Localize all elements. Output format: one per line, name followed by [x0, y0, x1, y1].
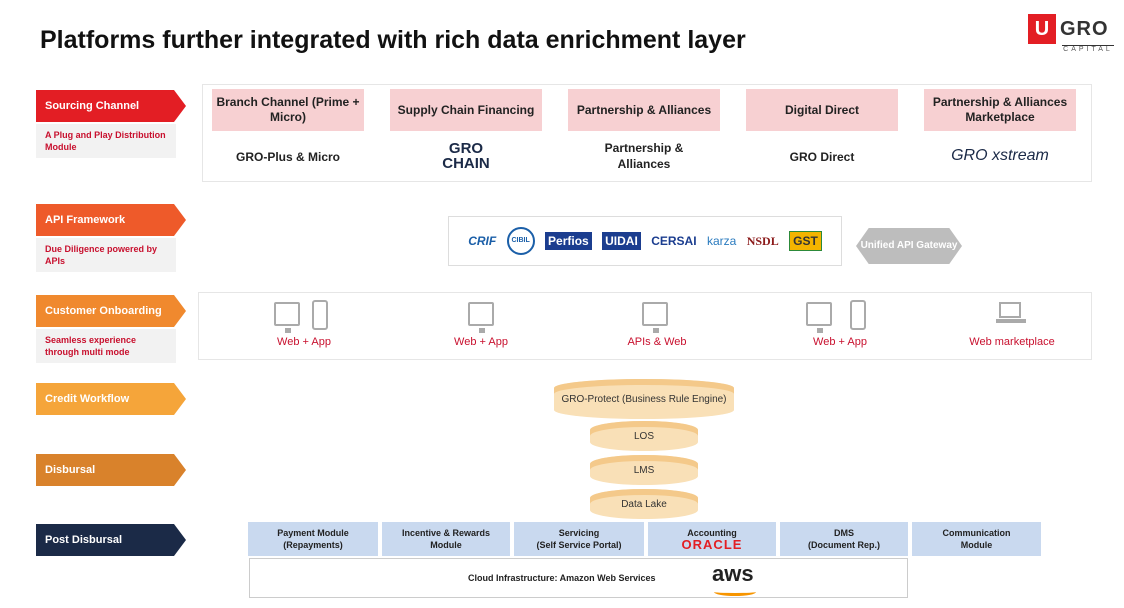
- row-desc-onboarding: Seamless experience through multi mode: [36, 329, 176, 363]
- channel-header: Partnership & Alliances: [568, 89, 720, 131]
- row-desc-api: Due Diligence powered by APIs: [36, 238, 176, 272]
- channel-value: GRO-Plus & Micro: [235, 150, 340, 164]
- row-label-api: API Framework: [36, 204, 186, 236]
- onboarding-mode: APIs & Web: [627, 336, 687, 348]
- onboarding-mode: Web + App: [454, 336, 508, 348]
- xstream-logo: GRO xstream: [951, 147, 1049, 164]
- onboarding-mode: Web marketplace: [969, 336, 1055, 348]
- post-module: DMS(Document Rep.): [780, 522, 908, 556]
- row-desc-sourcing: A Plug and Play Distribution Module: [36, 124, 176, 158]
- monitor-phone-icon: [806, 300, 866, 334]
- perfios-logo: Perfios: [545, 232, 592, 250]
- onboarding-mode: Web + App: [813, 336, 867, 348]
- laptop-icon: [996, 302, 1026, 328]
- channel-value: Partnership & Alliances: [604, 141, 684, 171]
- channel-header: Digital Direct: [746, 89, 898, 131]
- cloud-label: Cloud Infrastructure: Amazon Web Service…: [468, 573, 656, 583]
- channel-header: Partnership & Alliances Marketplace: [924, 89, 1076, 131]
- nsdl-logo: NSDL: [746, 233, 779, 248]
- los-layer: LOS: [590, 421, 698, 451]
- row-label-disbursal: Disbursal: [36, 454, 186, 486]
- page-title: Platforms further integrated with rich d…: [40, 26, 746, 54]
- channel-header: Branch Channel (Prime + Micro): [212, 89, 364, 131]
- aws-logo: aws: [712, 561, 754, 586]
- lms-layer: LMS: [590, 455, 698, 485]
- karza-logo: karza: [706, 234, 737, 248]
- uidai-logo: UIDAI: [602, 232, 641, 250]
- post-module: Payment Module(Repayments): [248, 522, 378, 556]
- cersai-logo: CERSAI: [651, 234, 697, 248]
- monitor-phone-icon: [274, 300, 334, 334]
- grochain-logo: GRO CHAIN: [442, 140, 490, 172]
- monitor-icon: [468, 300, 498, 334]
- oracle-logo: ORACLE: [681, 537, 743, 552]
- onboarding-mode: Web + App: [277, 336, 331, 348]
- gro-protect-engine: GRO-Protect (Business Rule Engine): [554, 379, 734, 419]
- channel-header: Supply Chain Financing: [390, 89, 542, 131]
- unified-api-gateway: Unified API Gateway: [856, 228, 962, 264]
- row-label-sourcing: Sourcing Channel: [36, 90, 186, 122]
- channel-value: GRO Direct: [789, 150, 855, 164]
- aws-smile-icon: [714, 588, 756, 596]
- row-label-onboarding: Customer Onboarding: [36, 295, 186, 327]
- post-module: Accounting ORACLE: [648, 522, 776, 556]
- data-lake-layer: Data Lake: [590, 489, 698, 519]
- cloud-infrastructure: [249, 558, 908, 598]
- post-module: Servicing(Self Service Portal): [514, 522, 644, 556]
- cibil-logo: CIBIL: [506, 227, 535, 255]
- row-label-post: Post Disbursal: [36, 524, 186, 556]
- row-label-credit: Credit Workflow: [36, 383, 186, 415]
- ugro-logo: U GRO CAPITAL: [1028, 14, 1114, 53]
- api-partner-logos: CRIF CIBIL Perfios UIDAI CERSAI karza NS…: [448, 216, 842, 266]
- gst-logo: GST: [789, 231, 822, 251]
- crif-logo: CRIF: [468, 234, 497, 248]
- monitor-icon: [642, 300, 672, 334]
